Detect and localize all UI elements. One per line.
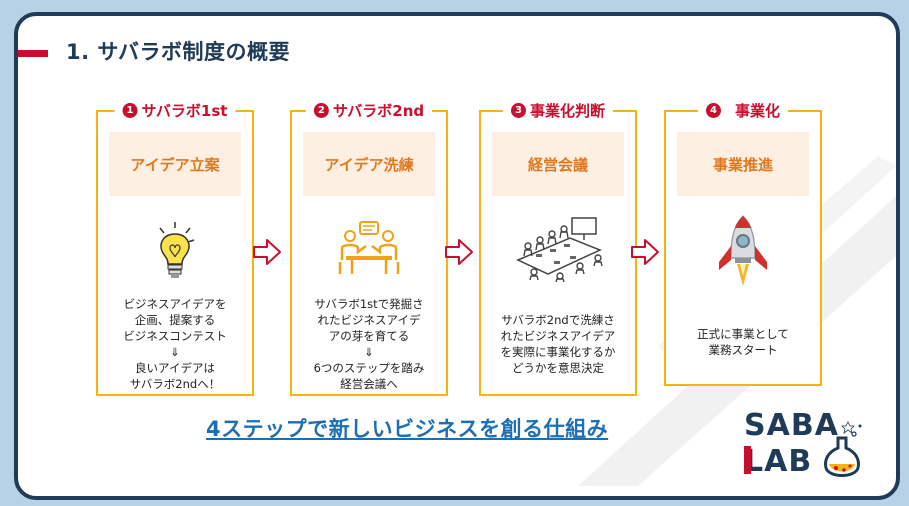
phase-box-3: 経営会議 — [492, 132, 624, 196]
logo-text-lab: LAB — [744, 444, 813, 479]
step-number-1: 1 — [122, 103, 138, 118]
phase-title-1: アイデア立案 — [130, 155, 220, 174]
step-description-2: サバラボ1stで発掘さ れたビジネスアイデ アの芽を育てる ⇓ 6つのステップを… — [313, 297, 425, 391]
slide-frame: 1. サバラボ制度の概要 1 サバラボ1st アイデア立案 ビジネスアイデアを … — [14, 12, 900, 500]
step-label-1: 1 サバラボ1st — [114, 100, 236, 121]
step-number-3: 3 — [510, 103, 526, 118]
meeting-icon — [481, 216, 635, 282]
step-card-3: 3 事業化判断 経営会議 — [479, 100, 637, 396]
arrow-right-icon — [631, 239, 659, 265]
step-label-4: 4 事業化 — [697, 100, 789, 121]
sabalab-logo: SABA LAB — [742, 408, 872, 484]
step-description-4: 正式に事業として 業務スタート — [697, 327, 789, 357]
step-label-3: 3 事業化判断 — [502, 100, 614, 121]
phase-box-1: アイデア立案 — [109, 132, 241, 196]
step-title-4: 事業化 — [734, 102, 781, 120]
page-title: 1. サバラボ制度の概要 — [66, 40, 291, 64]
phase-box-4: 事業推進 — [677, 132, 809, 196]
phase-title-3: 経営会議 — [527, 155, 588, 174]
step-number-2: 2 — [313, 103, 329, 118]
rocket-icon — [666, 214, 820, 294]
step-number-4: 4 — [705, 103, 721, 118]
phase-title-4: 事業推進 — [712, 155, 773, 174]
arrow-right-icon — [445, 239, 473, 265]
tagline-link[interactable]: 4ステップで新しいビジネスを創る仕組み — [206, 417, 609, 441]
logo-text-saba: SABA — [744, 408, 839, 443]
phase-title-2: アイデア洗練 — [324, 155, 414, 174]
step-description-1: ビジネスアイデアを 企画、提案する ビジネスコンテスト ⇓ 良いアイデアは サバ… — [123, 297, 227, 391]
title-accent-bar — [18, 50, 48, 57]
step-title-2: サバラボ2nd — [332, 102, 425, 120]
step-title-3: 事業化判断 — [529, 102, 606, 120]
step-card-2: 2 サバラボ2nd アイデア洗練 サバラボ1stで発掘さ れたビジネスアイ — [290, 100, 448, 396]
phase-box-2: アイデア洗練 — [303, 132, 435, 196]
step-title-1: サバラボ1st — [141, 102, 228, 120]
step-description-3: サバラボ2ndで洗練さ れたビジネスアイデア を実際に事業化するか どうかを意思… — [500, 313, 616, 375]
step-card-4: 4 事業化 事業推進 正式に事業として 業務スタート — [664, 100, 822, 386]
step-label-2: 2 サバラボ2nd — [305, 100, 433, 121]
arrow-right-icon — [253, 239, 281, 265]
lightbulb-icon — [98, 220, 252, 280]
discussion-icon — [292, 220, 446, 276]
step-card-1: 1 サバラボ1st アイデア立案 ビジネスアイデアを 企画、提案する ビジネスコ… — [96, 100, 254, 396]
flask-icon — [744, 421, 862, 477]
